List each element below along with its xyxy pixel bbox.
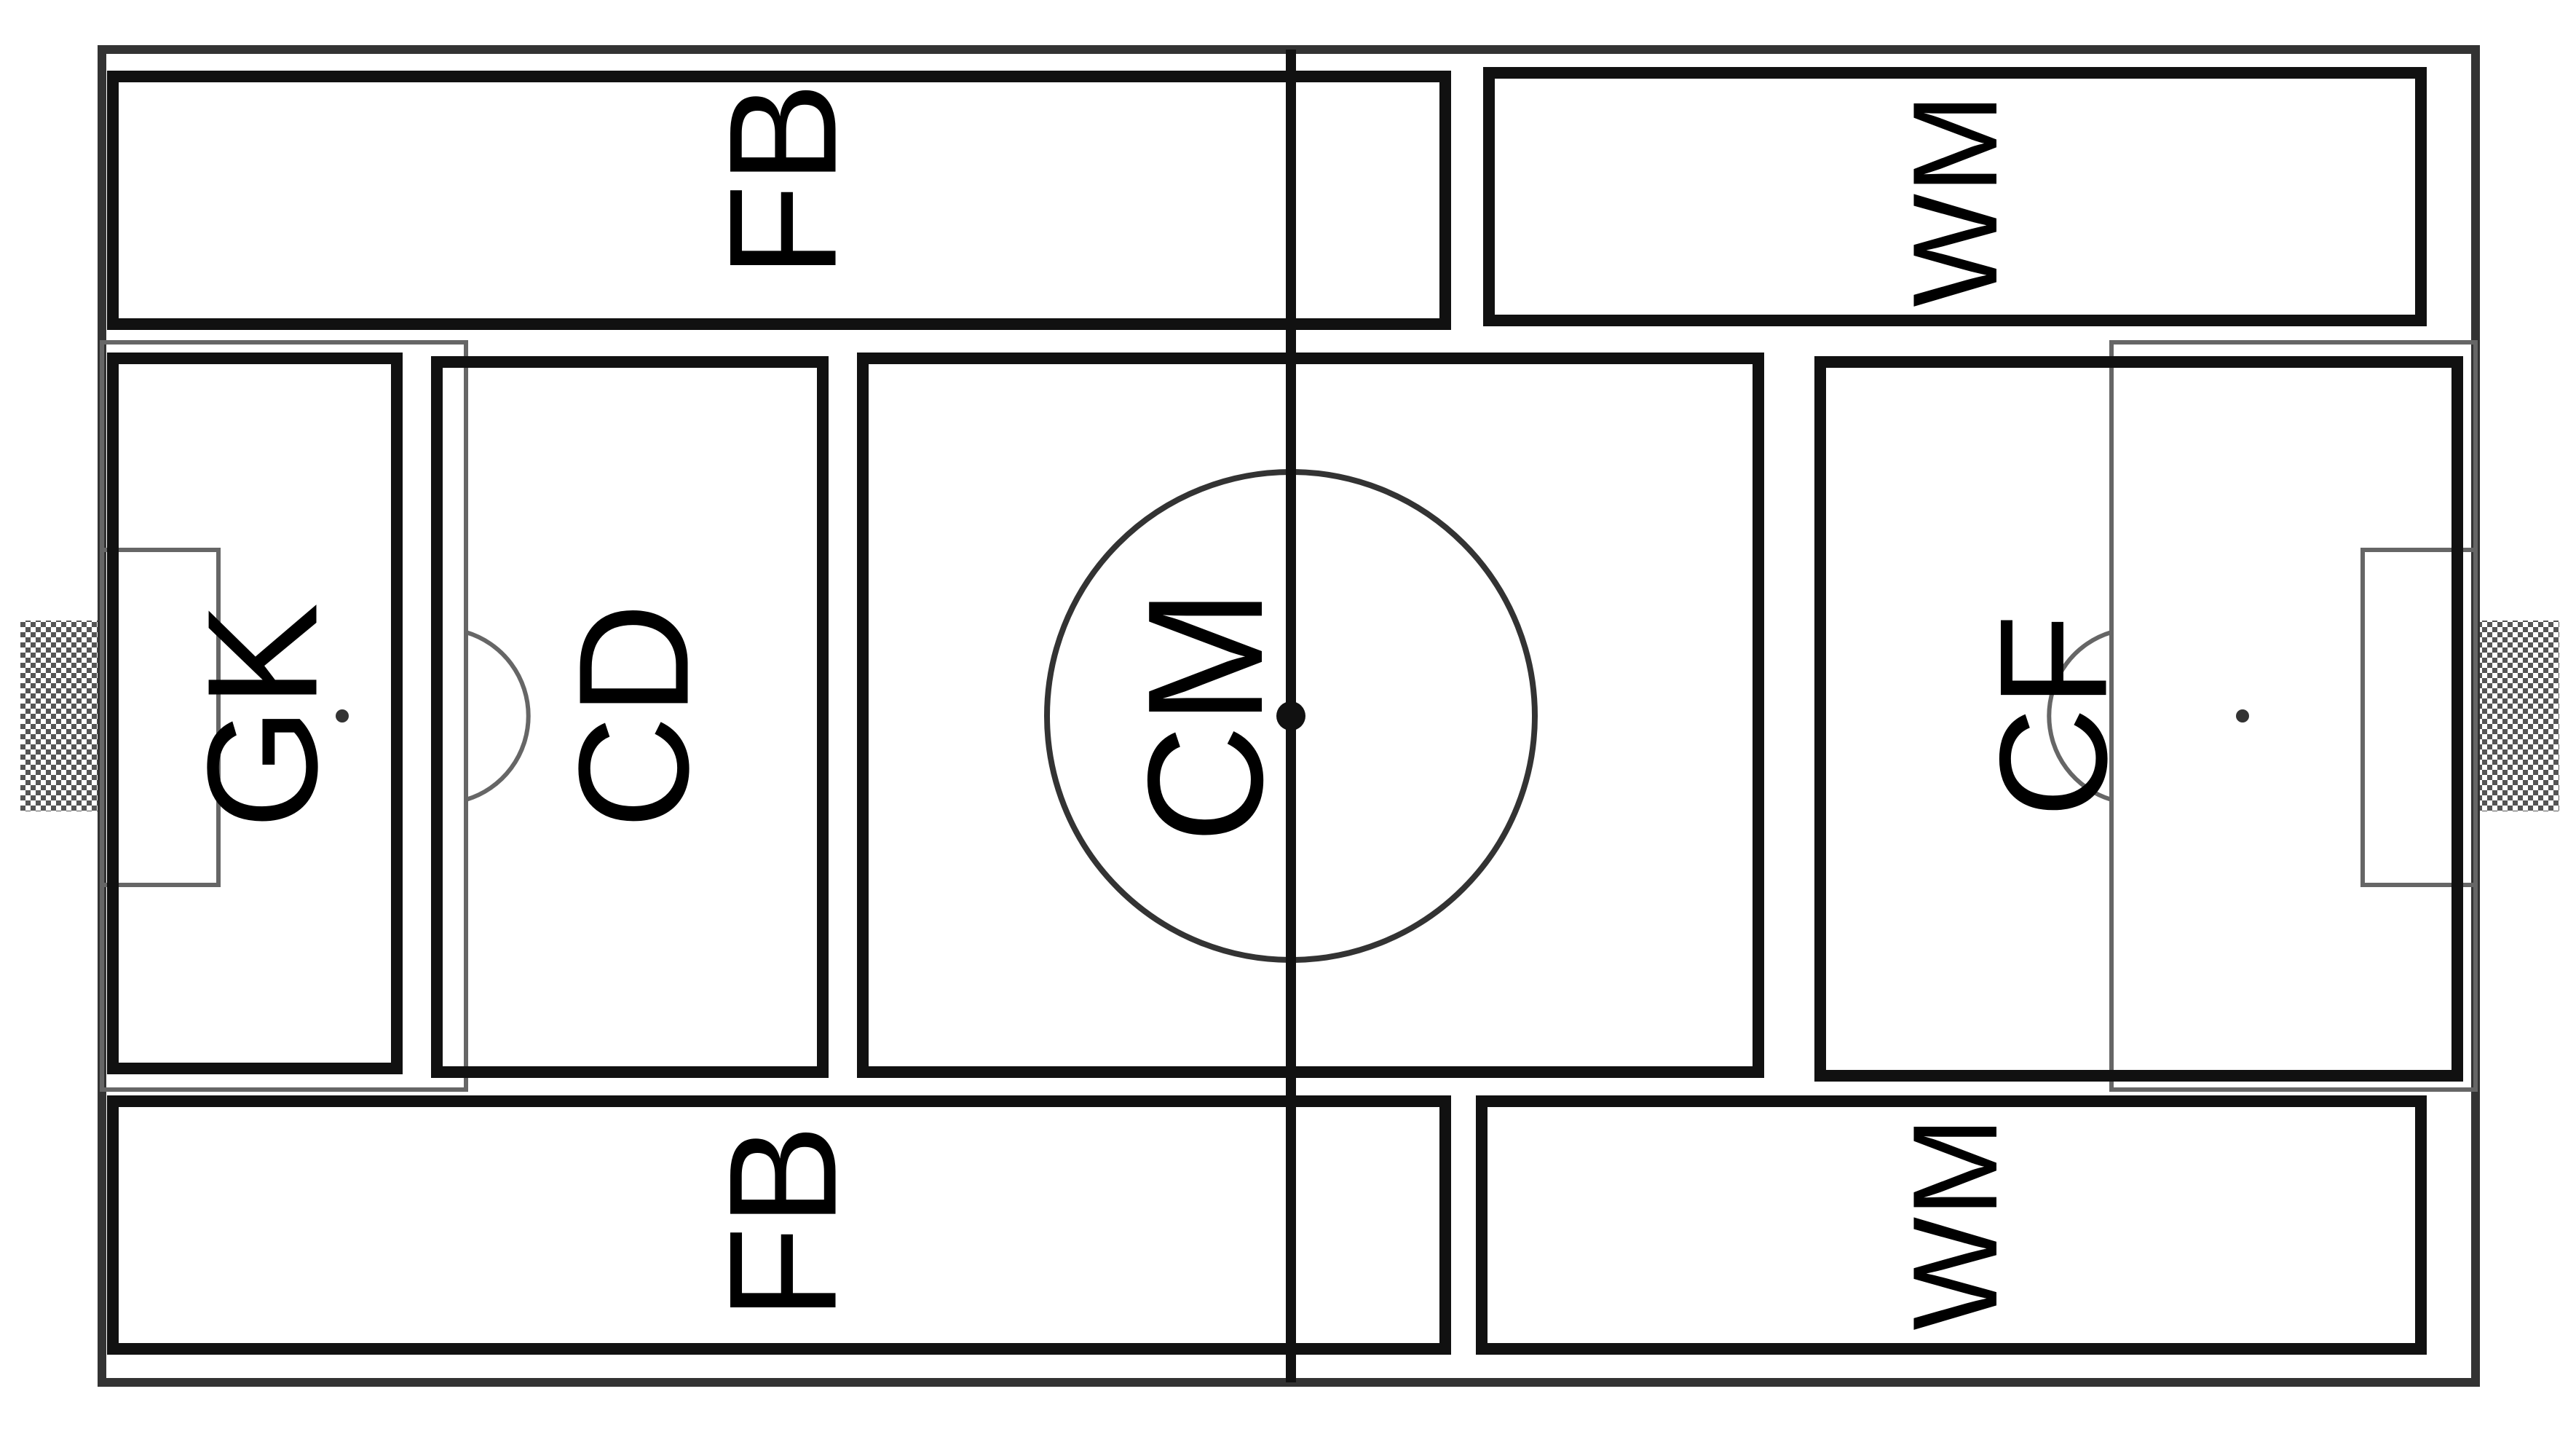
zone-fb-top xyxy=(107,71,1451,330)
left-penalty-spot xyxy=(336,709,349,723)
zone-cf xyxy=(1814,356,2463,1082)
label-cm: CM xyxy=(1113,588,1297,843)
zone-cd xyxy=(431,356,829,1078)
zone-gk xyxy=(107,353,403,1074)
label-wm-bottom: WM xyxy=(1888,1117,2022,1330)
right-penalty-arc xyxy=(2047,630,2112,802)
right-penalty-spot xyxy=(2236,709,2249,723)
label-wm-top: WM xyxy=(1888,93,2022,307)
zone-cm xyxy=(857,353,1764,1078)
right-goal-net xyxy=(2476,621,2559,811)
left-goal-net xyxy=(20,621,104,811)
zone-wm-top xyxy=(1483,67,2427,326)
centre-spot xyxy=(1276,701,1305,731)
label-cd: CD xyxy=(546,603,722,830)
right-goal-area xyxy=(2360,548,2478,887)
label-fb-top: FB xyxy=(698,82,869,277)
label-gk: GK xyxy=(175,603,350,830)
label-fb-bottom: FB xyxy=(698,1125,869,1320)
zone-fb-bottom xyxy=(107,1095,1451,1355)
right-penalty-area xyxy=(2109,340,2478,1092)
left-goal-area xyxy=(100,548,221,887)
zone-wm-bottom xyxy=(1476,1095,2427,1355)
left-penalty-arc xyxy=(465,630,531,802)
label-cf: CF xyxy=(1968,614,2139,818)
